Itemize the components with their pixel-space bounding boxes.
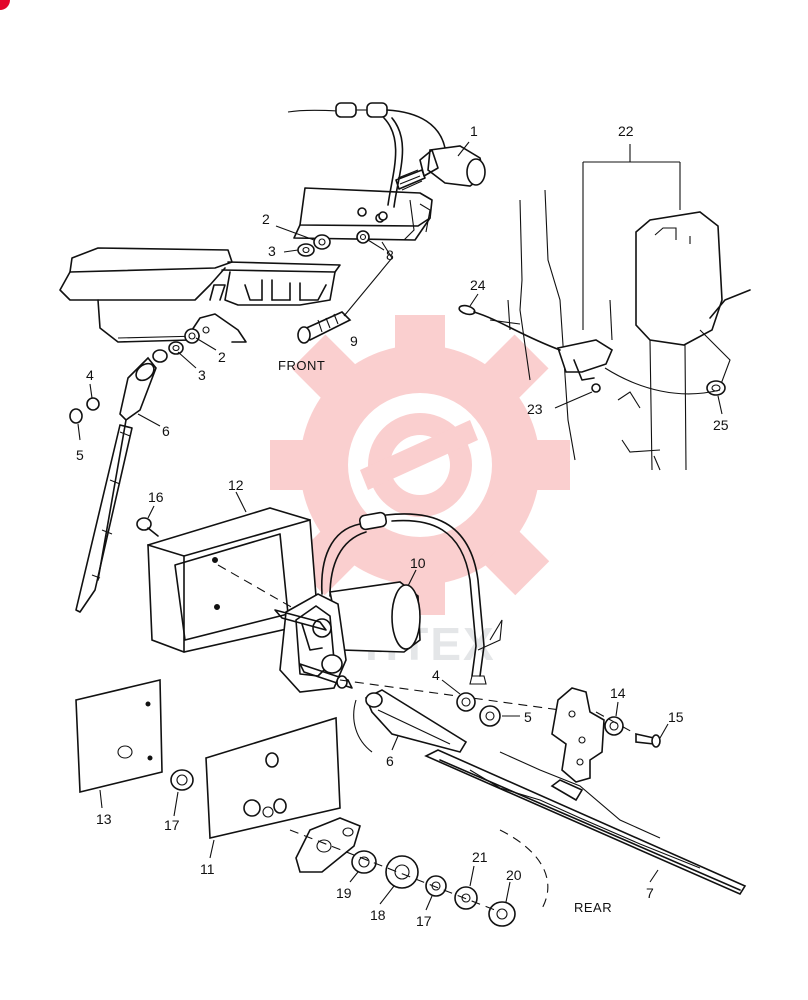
callout-17-right: 17 (416, 913, 432, 929)
rear-motor-cover (147, 507, 319, 653)
screw-15 (635, 733, 655, 745)
cap-20 (488, 901, 516, 927)
callout-numbers: 1 2 3 8 9 2 3 4 5 6 22 24 23 25 16 12 10… (76, 123, 729, 929)
callout-19: 19 (336, 885, 352, 901)
callout-22: 22 (618, 123, 634, 139)
callout-4-front: 4 (86, 367, 94, 383)
callout-6-rear: 6 (386, 753, 394, 769)
rear-wiper-arm (353, 689, 468, 753)
plate-11 (205, 716, 341, 839)
callout-9: 9 (350, 333, 358, 349)
callout-15: 15 (668, 709, 684, 725)
callout-20: 20 (506, 867, 522, 883)
connector-plug (335, 102, 357, 118)
watermark-gear-logo (270, 315, 570, 615)
rear-wiper-blade (424, 749, 747, 896)
grommet-18 (385, 855, 419, 889)
callout-16: 16 (148, 489, 164, 505)
callout-23: 23 (527, 401, 543, 417)
assembly-line-motor (339, 679, 561, 711)
corner-badge (0, 0, 10, 10)
callout-11: 11 (200, 861, 215, 877)
washer-reservoir (458, 189, 751, 471)
mounting-plate-rear (295, 817, 361, 873)
assembly-line-12 (217, 564, 301, 613)
cowl-panel-upper (293, 187, 433, 244)
leader-lines (77, 141, 723, 911)
assembly-line-bushings (289, 829, 501, 913)
screw-16 (136, 517, 159, 537)
washer-17-left (170, 769, 194, 791)
callout-4-rear: 4 (432, 667, 440, 683)
callout-21: 21 (472, 849, 488, 865)
callout-5-rear: 5 (524, 709, 532, 725)
callout-bracket-22 (582, 144, 681, 330)
washer-19 (351, 850, 377, 874)
callout-24: 24 (470, 277, 486, 293)
nut-4-front (86, 397, 100, 411)
callout-7: 7 (646, 885, 654, 901)
assembly-line-15 (595, 711, 637, 735)
grommet-14 (604, 716, 624, 736)
callout-2-lower: 2 (218, 349, 226, 365)
front-motor-assembly (287, 102, 486, 208)
callout-3-upper: 3 (268, 243, 276, 259)
callout-2-upper: 2 (262, 211, 270, 227)
label-rear: REAR (574, 900, 612, 915)
nut-washer-upper (297, 234, 331, 257)
rear-nut-washer (456, 692, 501, 727)
callout-25: 25 (713, 417, 729, 433)
callout-12: 12 (228, 477, 244, 493)
washer-17-right (425, 875, 447, 897)
callout-14: 14 (610, 685, 626, 701)
gasket-13 (75, 678, 163, 794)
cap-5-front (69, 408, 83, 424)
rear-mount-bracket (551, 687, 661, 783)
front-wiper-arm (69, 356, 157, 613)
callout-18: 18 (370, 907, 386, 923)
label-front: FRONT (278, 358, 325, 373)
callout-13: 13 (96, 811, 112, 827)
bolt-9 (297, 311, 352, 344)
grommet-25 (706, 380, 726, 396)
callout-10: 10 (410, 555, 426, 571)
cowl-panel-lower (59, 247, 341, 343)
assembly-line-arc (499, 829, 549, 913)
nut-washer-lower (152, 328, 200, 363)
callout-5-front: 5 (76, 447, 84, 463)
nut-21 (454, 886, 478, 910)
callout-6-front: 6 (162, 423, 170, 439)
callout-1: 1 (470, 123, 478, 139)
callout-3-lower: 3 (198, 367, 206, 383)
callout-8: 8 (386, 247, 394, 263)
nozzle-24 (458, 304, 476, 316)
rear-wiper-motor (274, 511, 503, 693)
callout-17-left: 17 (164, 817, 180, 833)
